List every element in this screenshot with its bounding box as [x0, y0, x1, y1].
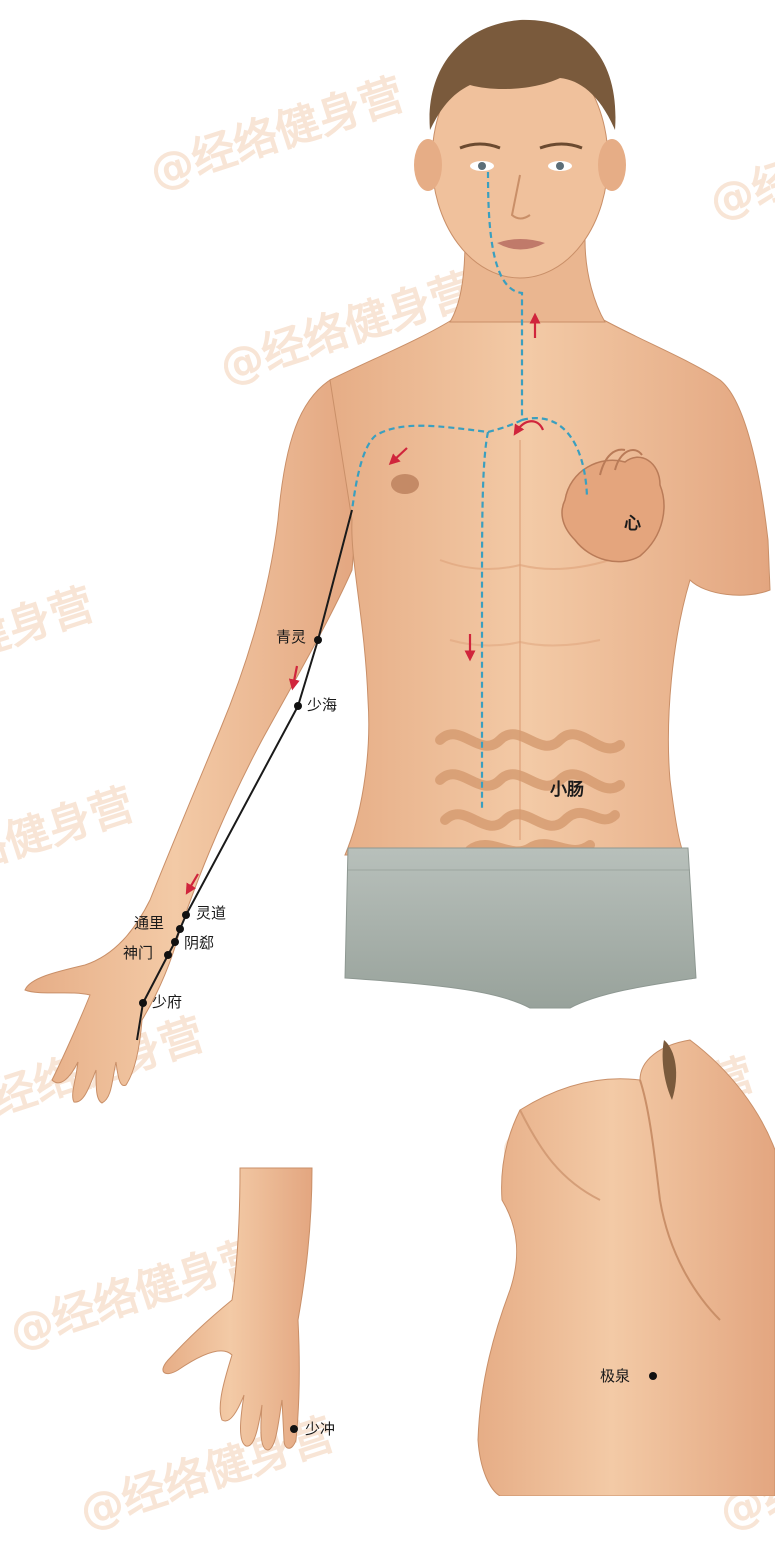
meridian-internal-path — [350, 171, 589, 810]
torso — [329, 317, 771, 856]
acupoint-dot-shenmen — [164, 951, 172, 959]
acupoint-markers — [139, 636, 657, 1433]
organ-label-heart: 心 — [624, 514, 641, 534]
acupoint-label-shaofu: 少府 — [152, 993, 183, 1011]
anatomy-illustration — [24, 19, 775, 1496]
acupoint-label-shaohai: 少海 — [307, 696, 338, 714]
acupoint-dot-shaohai — [294, 702, 302, 710]
acupoint-label-qingling: 青灵 — [276, 628, 307, 646]
inset-armpit — [477, 1039, 775, 1496]
heart-organ — [561, 456, 665, 563]
organ-label-small-intestine: 小肠 — [550, 780, 584, 800]
right-arm — [24, 379, 359, 1104]
shorts — [344, 847, 697, 1009]
acupoint-dot-yinxi — [171, 938, 179, 946]
acupoint-label-shenmen: 神门 — [123, 944, 154, 962]
acupoint-dot-jiquan — [649, 1372, 657, 1380]
hair — [429, 19, 616, 131]
acupoint-label-yinxi: 阴郄 — [184, 934, 215, 952]
acupoint-label-shaochong: 少冲 — [305, 1420, 336, 1438]
inset-hand — [162, 1167, 313, 1451]
acupoint-dot-lingdao — [182, 911, 190, 919]
acupoint-dot-tongli — [176, 925, 184, 933]
acupoint-label-jiquan: 极泉 — [600, 1367, 631, 1385]
acupoint-label-lingdao: 灵道 — [196, 904, 227, 922]
acupoint-label-tongli: 通里 — [134, 914, 165, 932]
acupoint-dot-shaofu — [139, 999, 147, 1007]
acupoint-dot-qingling — [314, 636, 322, 644]
acupoint-dot-shaochong — [290, 1425, 298, 1433]
direction-arrows — [185, 312, 545, 895]
meridian-diagram: @经络健身营 @经络健身营 @经络健身营 @经络健身营 @经络健身营 @经络健身… — [0, 19, 775, 1539]
